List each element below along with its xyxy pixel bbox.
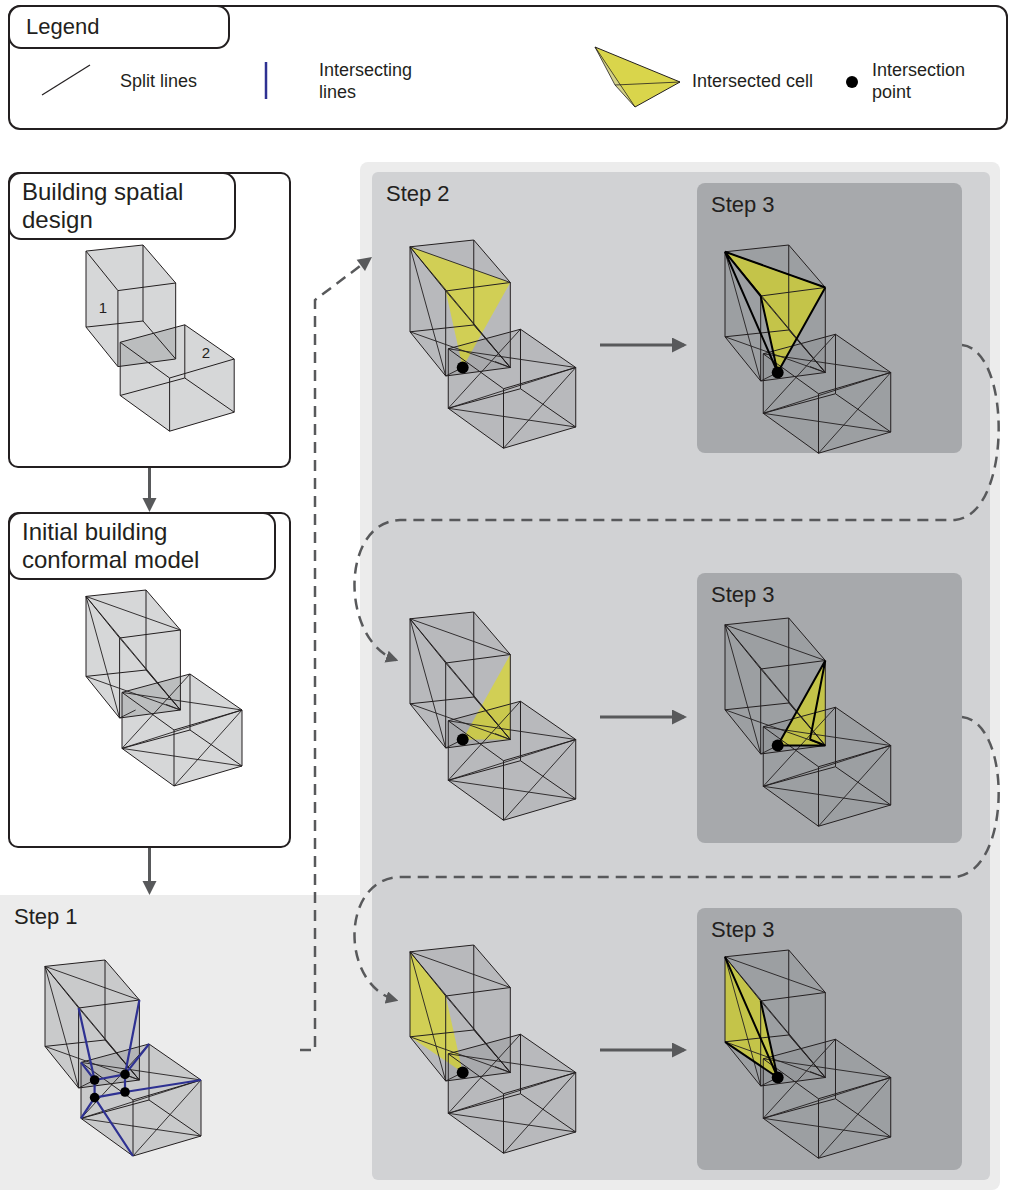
loop-arrow <box>354 345 998 660</box>
box-heading: Building spatial design <box>8 172 236 240</box>
intersecting-line-sample <box>265 62 268 99</box>
legend-box: LegendSplit lines Intersecting lines Inter… <box>8 5 1008 130</box>
row-arrow <box>600 1049 684 1052</box>
split-line-sample <box>42 65 90 95</box>
step2-figure <box>410 612 576 820</box>
callout-number: 1 <box>99 299 107 317</box>
step-panel: Step 3 <box>697 908 962 1170</box>
model-figure <box>86 590 242 786</box>
box-heading: Initial building conformal model <box>8 512 276 580</box>
callout-number: 2 <box>202 344 210 362</box>
panel-join <box>290 895 370 1190</box>
step-label: Step 3 <box>697 573 789 617</box>
step-panel: Step 1 <box>0 895 300 1190</box>
legend-text: Split lines <box>120 70 197 92</box>
step-panel: Step 3 <box>697 573 962 843</box>
step-panel: Step 2 Step 3 Step 3 Step 3 <box>372 172 990 1180</box>
step-label: Step 2 <box>372 172 464 216</box>
model-box: Initial building conformal model <box>8 512 291 848</box>
design-figure <box>86 245 234 431</box>
dashed-flow-arrow <box>300 257 372 1050</box>
step2-figure <box>410 945 576 1153</box>
flow-arrow <box>143 848 157 895</box>
step2-figure <box>410 240 576 448</box>
cell-sample <box>595 47 680 107</box>
row-arrow <box>600 344 684 347</box>
step-label: Step 3 <box>697 183 789 227</box>
point-sample <box>846 76 858 88</box>
step3-figure <box>725 618 891 826</box>
flow-arrow <box>143 468 157 512</box>
loop-arrow <box>354 717 998 1000</box>
legend-text: Intersection point <box>872 59 1000 103</box>
design-box: Building spatial design 1 2 <box>8 172 291 468</box>
legend-title: Legend <box>8 5 230 49</box>
legend-text: Intersecting lines <box>319 59 449 103</box>
step3-figure <box>725 245 891 453</box>
step-label: Step 1 <box>0 895 92 939</box>
row-arrow <box>600 716 684 719</box>
legend-text: Intersected cell <box>692 70 813 92</box>
step-panel: Step 3 <box>697 183 962 453</box>
step-label: Step 3 <box>697 908 789 952</box>
step1-figure <box>45 960 201 1156</box>
step3-figure <box>725 950 891 1158</box>
